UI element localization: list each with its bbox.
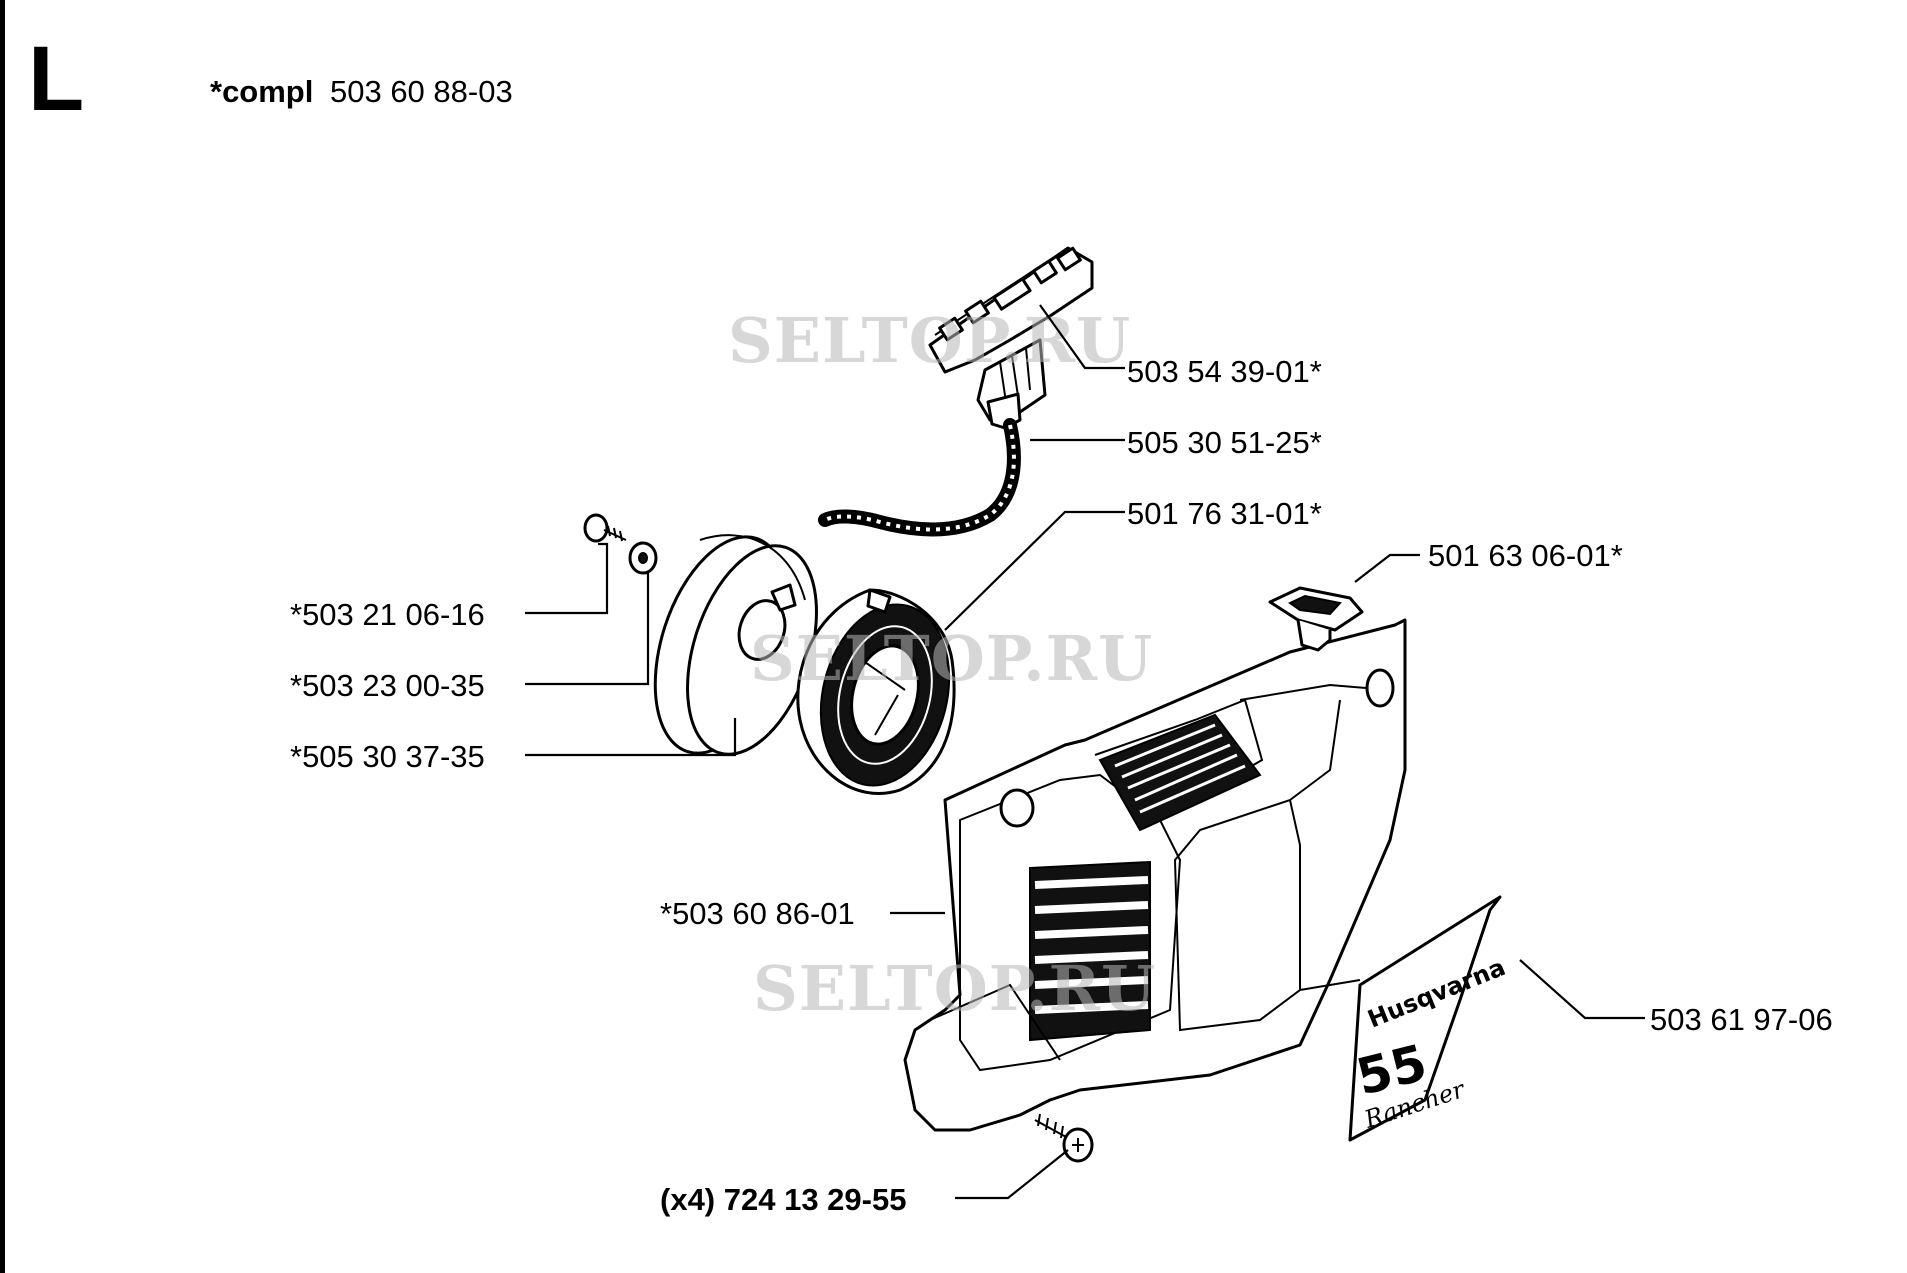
watermark-3: SELTOP.RU — [753, 952, 1156, 1025]
section-letter: L — [28, 28, 84, 130]
washer — [628, 541, 658, 575]
compl-prefix: *compl — [210, 74, 313, 109]
starter-rope — [818, 418, 1021, 537]
compl-number: 503 60 88-03 — [330, 74, 513, 109]
screw-small — [583, 513, 627, 543]
label-starter-rope: 505 30 51-25* — [1127, 425, 1322, 460]
housing-vent-top — [1098, 713, 1262, 832]
grommet — [1268, 586, 1364, 652]
label-washer: *503 23 00-35 — [290, 668, 485, 703]
recoil-spring — [796, 588, 956, 795]
label-recoil-spring: 501 76 31-01* — [1127, 496, 1322, 531]
label-decal: 503 61 97-06 — [1650, 1002, 1833, 1037]
housing-vent-front — [1029, 860, 1151, 1042]
housing-screw — [1034, 1113, 1094, 1163]
page-margin-bar — [0, 0, 5, 1273]
decal: Husqvarna 55 Rancher — [1348, 895, 1509, 1142]
label-starter-handle: 503 54 39-01* — [1127, 354, 1322, 389]
label-screw: *503 21 06-16 — [290, 597, 485, 632]
leader-lines — [525, 304, 1645, 1200]
starter-housing — [903, 618, 1407, 1132]
watermark-1: SELTOP.RU — [728, 304, 1131, 377]
complete-assembly-label: *compl 503 60 88-03 — [210, 74, 513, 109]
label-starter-housing: *503 60 86-01 — [660, 896, 855, 931]
starter-handle — [928, 246, 1094, 430]
watermark-2: SELTOP.RU — [750, 622, 1153, 695]
label-housing-screws: (x4) 724 13 29-55 — [660, 1182, 906, 1217]
label-grommet: 501 63 06-01* — [1428, 538, 1623, 573]
label-rope-pulley: *505 30 37-35 — [290, 739, 485, 774]
rope-pulley — [653, 534, 818, 756]
